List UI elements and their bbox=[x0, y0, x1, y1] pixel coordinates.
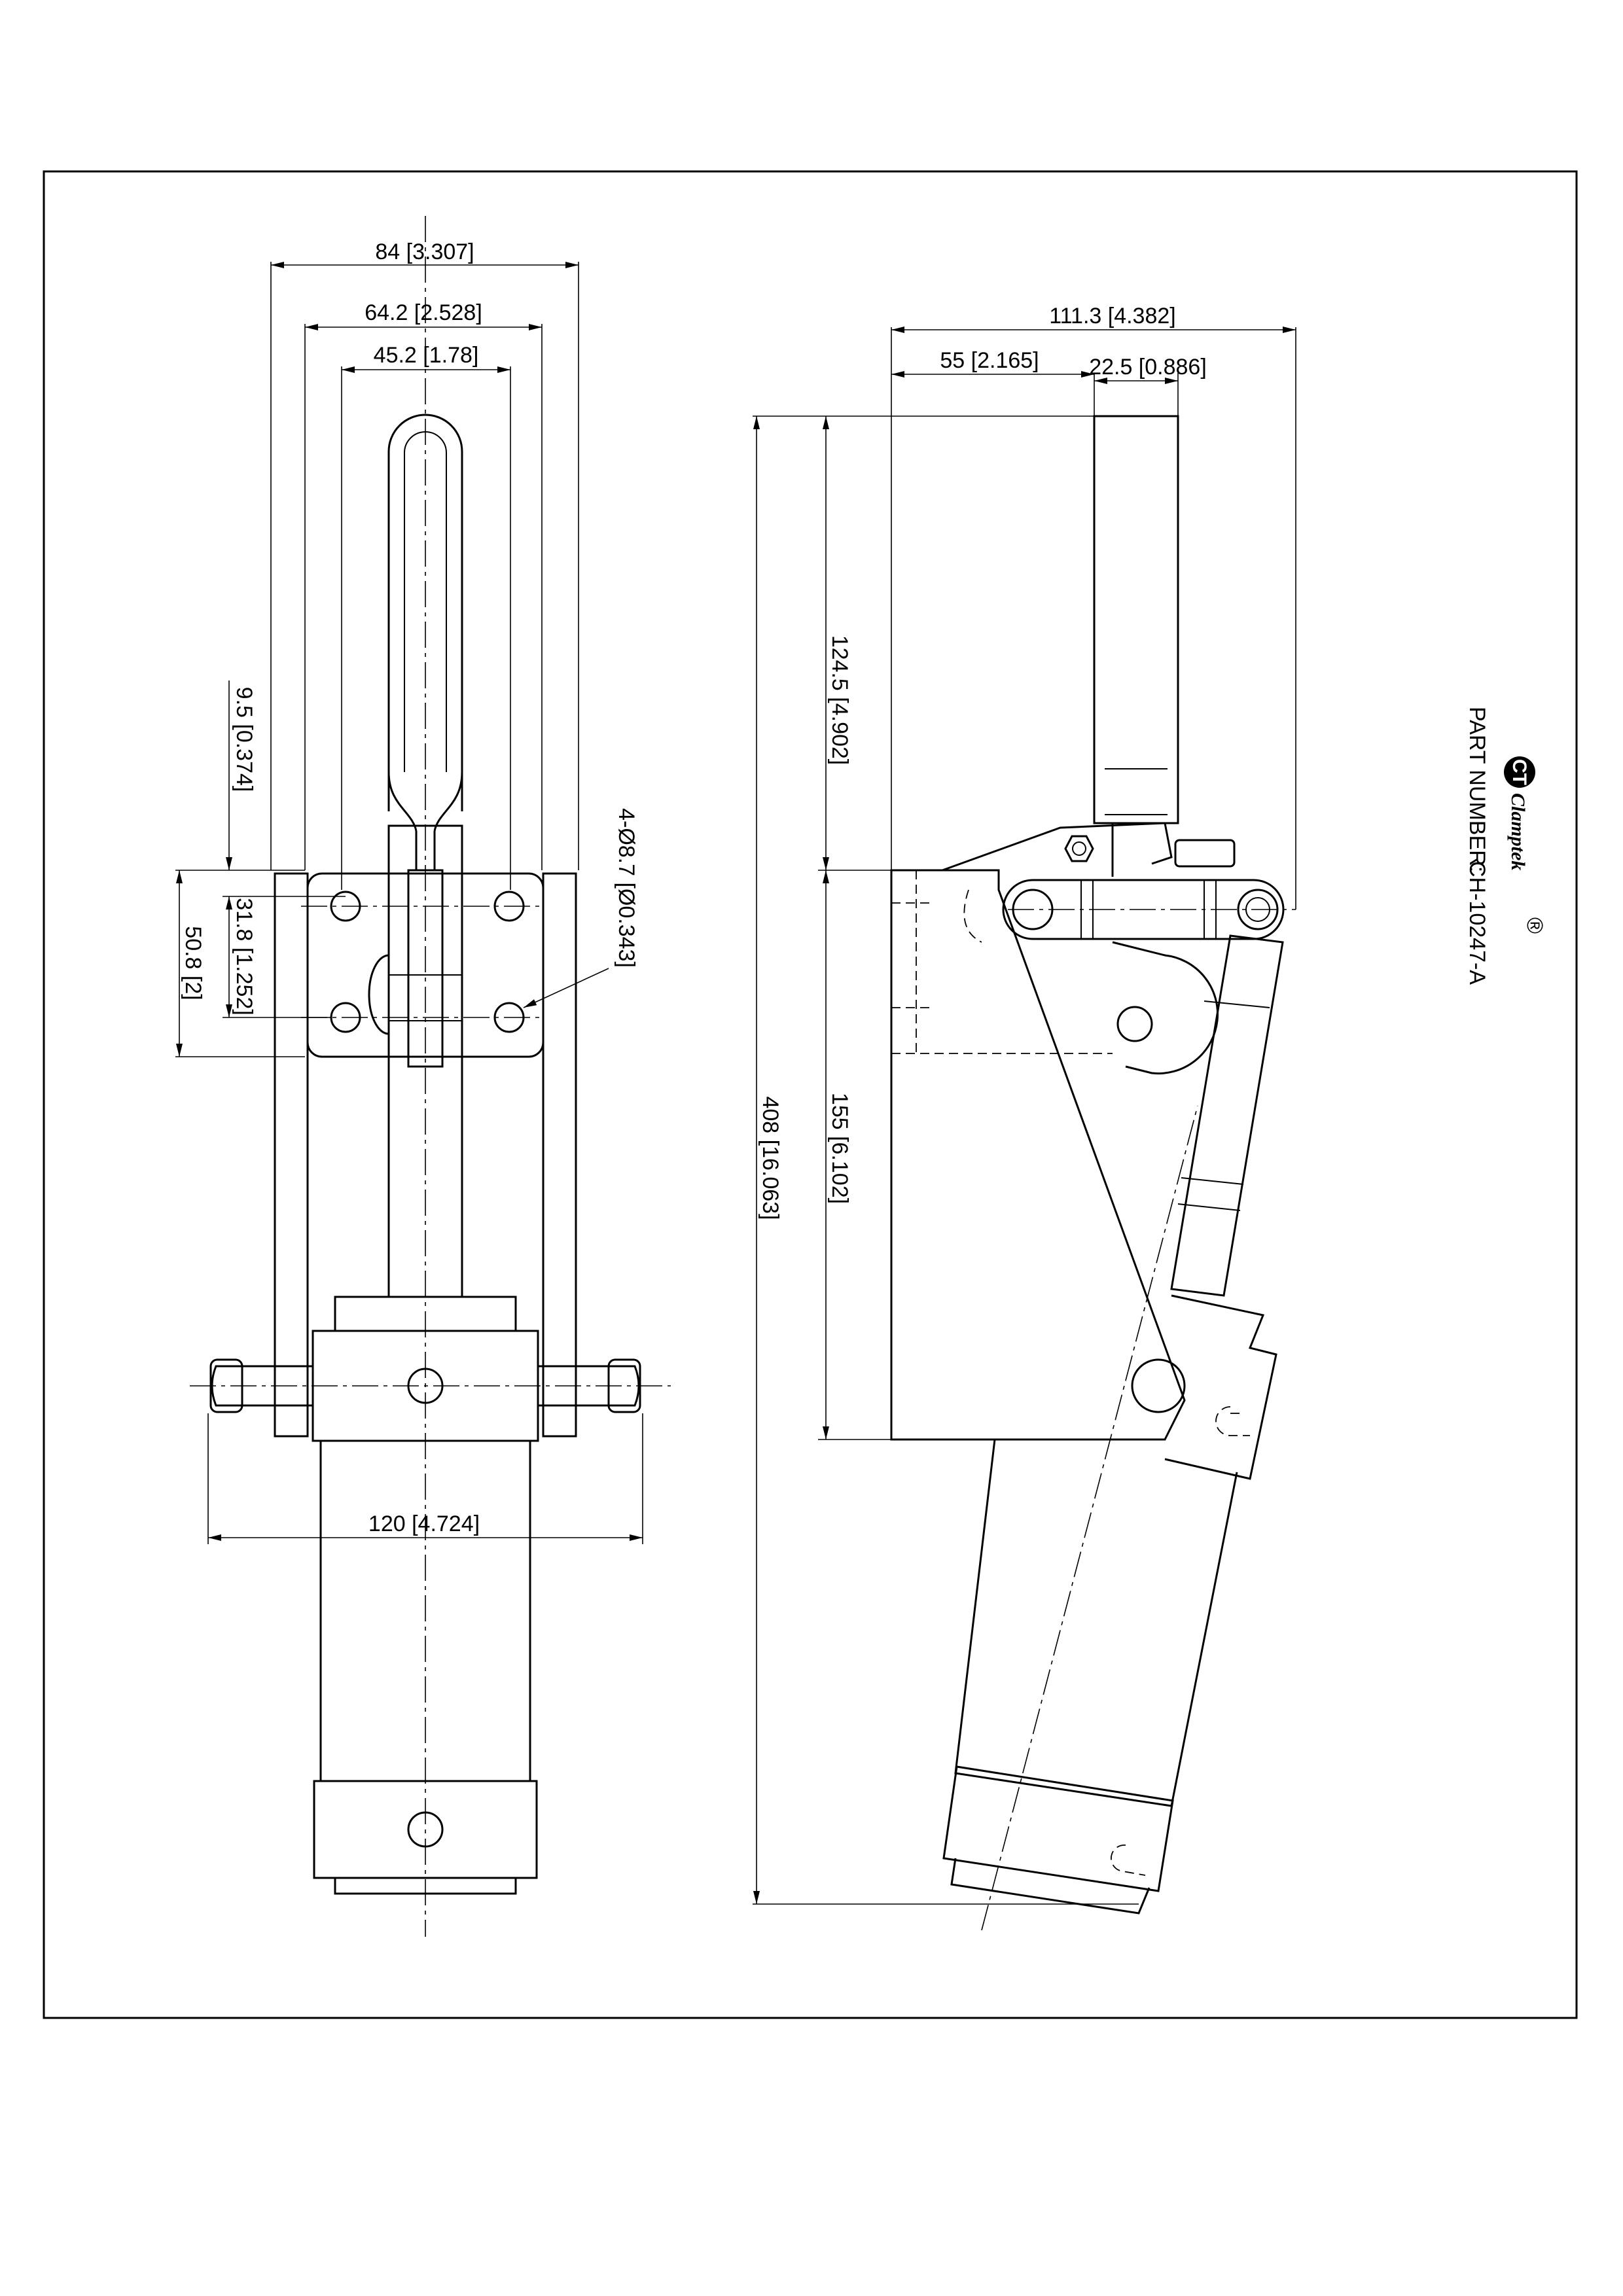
title-block: CT Clamptek ® PART NUMBER: CH-10247-A bbox=[1465, 707, 1547, 985]
dim-side-base-width: 55 [2.165] bbox=[940, 348, 1039, 373]
dim-side-lower-height: 155 [6.102] bbox=[827, 1093, 852, 1204]
side-cylinder bbox=[954, 1439, 1238, 1807]
dim-front-overall-width: 84 [3.307] bbox=[375, 239, 474, 264]
part-number-value: CH-10247-A bbox=[1465, 861, 1489, 985]
dim-front-hole-vertical: 31.8 [1.252] bbox=[232, 898, 257, 1016]
brand-name: Clamptek bbox=[1507, 793, 1529, 870]
mounting-hole bbox=[493, 891, 525, 922]
brand-logo: CT Clamptek ® bbox=[1504, 756, 1547, 934]
dim-hole-callout: 4-Ø8.7 [Ø0.343] bbox=[614, 808, 639, 968]
svg-text:CT: CT bbox=[1508, 759, 1530, 785]
handle-loop bbox=[387, 414, 463, 870]
dim-front-mount-width: 64.2 [2.528] bbox=[365, 300, 482, 325]
side-plunger bbox=[1093, 415, 1179, 824]
mounting-hole bbox=[493, 1002, 525, 1033]
registered-mark: ® bbox=[1522, 917, 1547, 934]
dim-front-edge-offset: 9.5 [0.374] bbox=[232, 687, 257, 792]
dim-side-upper-height: 124.5 [4.902] bbox=[827, 635, 852, 766]
side-pivot-hole bbox=[1131, 1358, 1186, 1413]
front-dimensions: 84 [3.307] 64.2 [2.528] 45.2 [1.78] 120 … bbox=[175, 239, 643, 1544]
mounting-hole bbox=[330, 891, 361, 922]
side-cylinder-clamp bbox=[942, 1765, 1174, 1892]
pivot-hole bbox=[407, 1368, 444, 1404]
mounting-hole bbox=[330, 1002, 361, 1033]
dim-front-hole-spacing: 45.2 [1.78] bbox=[374, 343, 479, 368]
dim-front-pivot-width: 120 [4.724] bbox=[368, 1511, 480, 1536]
dim-side-plunger-width: 22.5 [0.886] bbox=[1089, 355, 1207, 380]
side-view bbox=[890, 415, 1296, 1931]
dim-side-overall-height: 408 [16.063] bbox=[758, 1096, 783, 1220]
dim-side-overall-width: 111.3 [4.382] bbox=[1049, 304, 1175, 328]
drawing-border bbox=[43, 170, 1578, 2019]
dim-front-plate-height: 50.8 [2] bbox=[181, 926, 205, 1000]
part-number-label: PART NUMBER: bbox=[1465, 707, 1489, 872]
front-view bbox=[190, 216, 671, 1937]
side-base-block bbox=[890, 869, 1186, 1441]
side-dimensions: 111.3 [4.382] 55 [2.165] 22.5 [0.886] 12… bbox=[753, 304, 1296, 1905]
